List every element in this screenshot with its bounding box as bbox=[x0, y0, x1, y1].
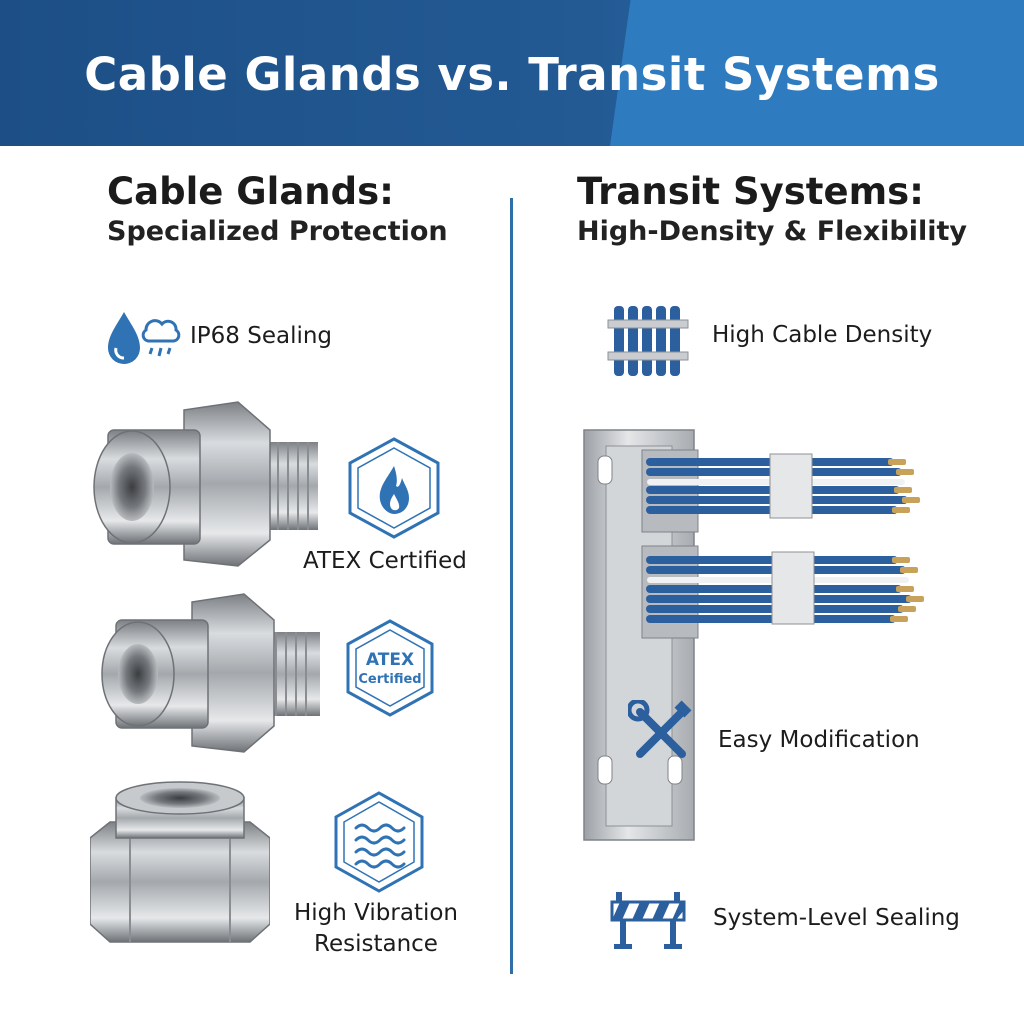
vibration-waves-hexagon-icon bbox=[334, 791, 424, 893]
page-title: Cable Glands vs. Transit Systems bbox=[84, 48, 940, 101]
feature-atex-certified: ATEX Certified bbox=[303, 548, 467, 574]
right-column-subtitle: High-Density & Flexibility bbox=[577, 216, 968, 247]
feature-easy-modification: Easy Modification bbox=[718, 727, 920, 753]
column-divider bbox=[510, 198, 513, 974]
cable-gland-image-2 bbox=[101, 593, 320, 753]
water-drop-cloud-icon bbox=[108, 312, 181, 364]
vibration-line-1: High Vibration bbox=[294, 900, 458, 926]
cable-bundle-icon bbox=[607, 306, 689, 376]
atex-certified-hexagon-icon: ATEX Certified bbox=[346, 619, 434, 717]
left-column-subtitle: Specialized Protection bbox=[107, 216, 448, 247]
left-column-title: Cable Glands: bbox=[107, 170, 394, 213]
right-column-title: Transit Systems: bbox=[577, 170, 924, 213]
feature-vibration-resistance: High Vibration Resistance bbox=[276, 898, 476, 960]
wrench-screwdriver-icon bbox=[628, 700, 692, 758]
cable-gland-image-3 bbox=[90, 781, 270, 943]
feature-ip68-sealing: IP68 Sealing bbox=[190, 323, 333, 349]
flame-hexagon-icon bbox=[348, 437, 440, 539]
cable-gland-image-1 bbox=[93, 401, 318, 567]
transit-system-frame-image bbox=[583, 429, 924, 841]
atex-badge-text-2: Certified bbox=[358, 672, 421, 687]
atex-badge-text-1: ATEX bbox=[366, 650, 414, 670]
feature-system-level-sealing: System-Level Sealing bbox=[713, 905, 960, 931]
feature-high-cable-density: High Cable Density bbox=[712, 322, 933, 348]
barrier-icon bbox=[610, 892, 686, 949]
header-banner: Cable Glands vs. Transit Systems bbox=[0, 0, 1024, 146]
vibration-line-2: Resistance bbox=[314, 931, 438, 957]
